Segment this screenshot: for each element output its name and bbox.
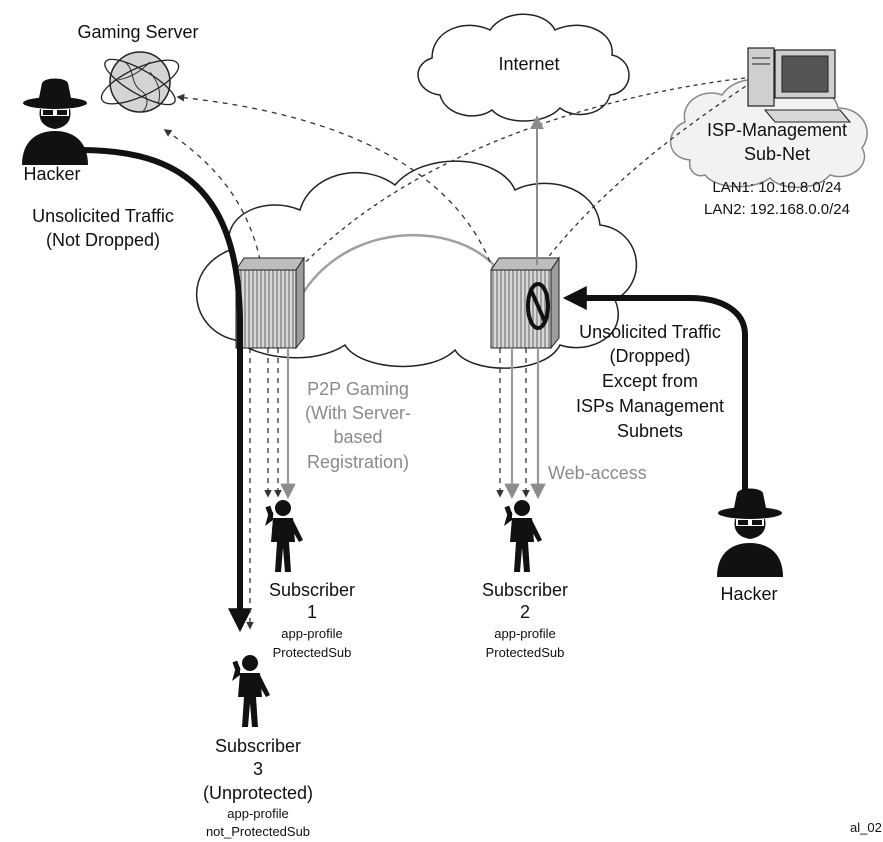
internet-cloud: [417, 13, 630, 122]
hacker-right-label: Hacker: [720, 584, 777, 604]
internet-label: Internet: [498, 54, 559, 74]
sub3-label-4: app-profile: [227, 806, 288, 821]
lan1-label: LAN1: 10.10.8.0/24: [712, 179, 841, 196]
sub1-label-2: 1: [307, 602, 317, 622]
hacker-icon: [22, 78, 88, 165]
gaming-server-label: Gaming Server: [77, 22, 198, 42]
sub2-label-3: app-profile: [494, 626, 555, 641]
unsolicited-right-1: Unsolicited Traffic: [579, 322, 721, 342]
computer-icon: [747, 47, 852, 123]
gaming-reg-left: [163, 129, 263, 271]
unsolicited-right-5: Subnets: [617, 421, 683, 441]
p2p-label-3: based: [333, 427, 382, 447]
sub3-label-1: Subscriber: [215, 736, 301, 756]
globe-icon: [100, 51, 180, 113]
sub2-label-1: Subscriber: [482, 580, 568, 600]
lan2-label: LAN2: 192.168.0.0/24: [704, 201, 850, 218]
router-left: [235, 256, 305, 350]
figure-id: al_02: [850, 820, 882, 835]
isp-mgmt-label-1: ISP-Management: [707, 120, 847, 140]
sub1-label-3: app-profile: [281, 626, 342, 641]
unsolicited-left-2: (Not Dropped): [46, 230, 160, 250]
unsolicited-right-4: ISPs Management: [576, 396, 724, 416]
hacker-traffic-right: [562, 286, 748, 500]
person-with-phone-icon: [265, 500, 303, 572]
unsolicited-right-3: Except from: [602, 371, 698, 391]
sub1-label-4: ProtectedSub: [273, 645, 352, 660]
sub3-label-5: not_ProtectedSub: [206, 824, 310, 839]
unsolicited-left-1: Unsolicited Traffic: [32, 206, 174, 226]
person-with-phone-icon: [504, 500, 542, 572]
hacker-left-label: Hacker: [23, 164, 80, 184]
unsolicited-right-2: (Dropped): [609, 346, 690, 366]
sub1-label-1: Subscriber: [269, 580, 355, 600]
p2p-label-1: P2P Gaming: [307, 379, 409, 399]
person-with-phone-icon: [232, 655, 270, 727]
sub3-label-2: 3: [253, 759, 263, 779]
hacker-traffic-left: [79, 147, 252, 633]
sub2-label-2: 2: [520, 602, 530, 622]
no-entry-icon: [526, 282, 550, 330]
web-access-label: Web-access: [548, 463, 647, 483]
isp-mgmt-label-2: Sub-Net: [744, 144, 810, 164]
sub2-label-4: ProtectedSub: [486, 645, 565, 660]
hacker-icon: [717, 488, 783, 577]
isp-management-cloud: [669, 78, 868, 189]
p2p-label-4: Registration): [307, 452, 409, 472]
p2p-label-2: (With Server-: [305, 403, 411, 423]
sub3-label-3: (Unprotected): [203, 783, 313, 803]
